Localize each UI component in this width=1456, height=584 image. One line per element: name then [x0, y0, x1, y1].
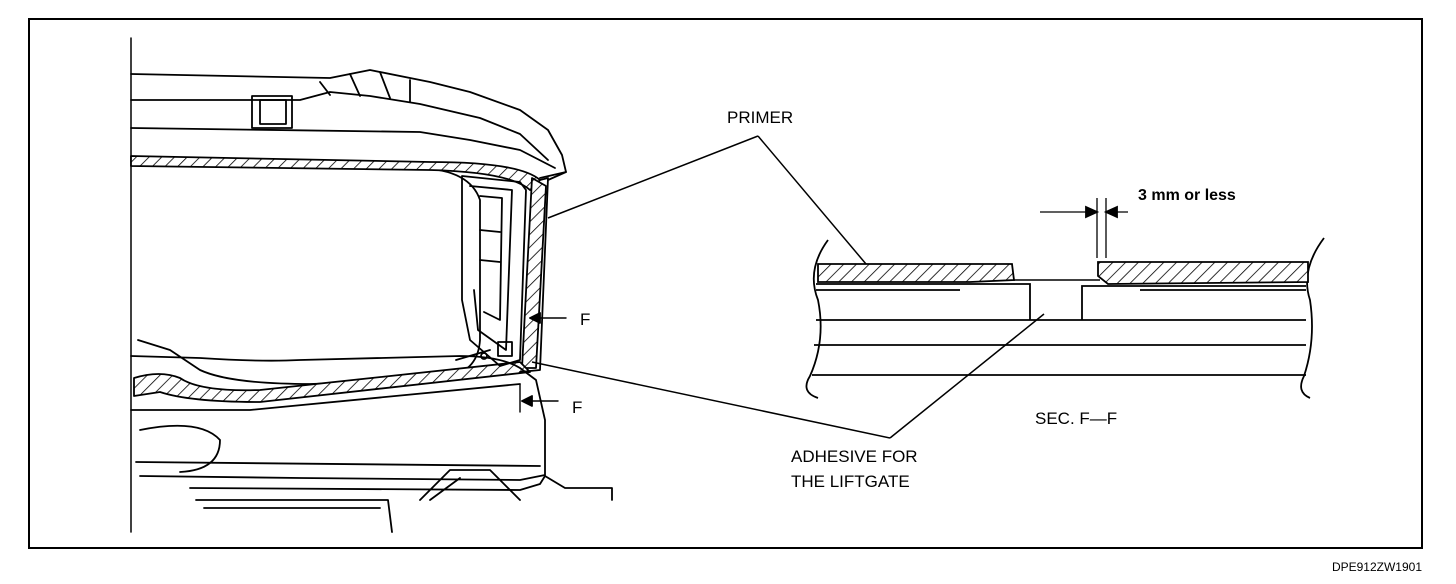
figure-code: DPE912ZW1901 [1331, 560, 1422, 574]
gap-dimension-label: 3 mm or less [1138, 187, 1236, 204]
leader-lines [531, 135, 1045, 439]
section-view [805, 198, 1325, 399]
adhesive-label-line1: ADHESIVE FOR [791, 447, 918, 466]
figure-frame [28, 18, 1423, 549]
section-mark-upper: F [580, 310, 591, 329]
liftgate-view [130, 37, 613, 533]
section-mark-lower: F [572, 398, 583, 417]
section-title: SEC. F—F [1035, 409, 1118, 428]
primer-label: PRIMER [727, 108, 794, 127]
adhesive-label-line2: THE LIFTGATE [791, 472, 910, 491]
